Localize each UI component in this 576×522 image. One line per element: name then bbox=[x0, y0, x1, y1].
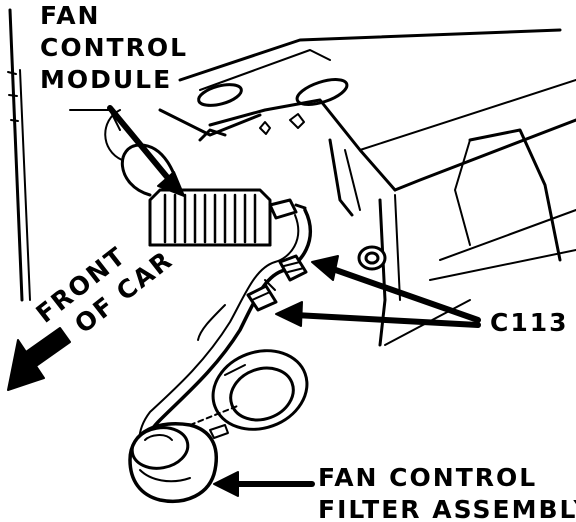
right-panel bbox=[429, 128, 576, 281]
fan-control-module bbox=[148, 188, 307, 247]
grommet bbox=[357, 245, 387, 271]
mounting-bracket bbox=[328, 138, 471, 347]
fan-control-module-label: FAN CONTROL MODULE bbox=[40, 0, 188, 96]
fan-control-filter-assembly bbox=[128, 404, 241, 503]
label-line: CONTROL bbox=[40, 33, 189, 62]
label-line: FILTER ASSEMBLY bbox=[318, 495, 576, 522]
filter-mounting-ring bbox=[211, 349, 309, 431]
connector-c113-label: C113 bbox=[490, 308, 569, 337]
label-line: FAN bbox=[40, 1, 101, 30]
firewall-edge bbox=[7, 8, 31, 302]
leader-arrows bbox=[107, 105, 481, 497]
front-of-car-arrow bbox=[7, 327, 71, 391]
label-line: FAN CONTROL bbox=[318, 463, 538, 492]
fan-control-filter-assembly-label: FAN CONTROL FILTER ASSEMBLY bbox=[318, 462, 576, 522]
c113-connectors bbox=[246, 254, 308, 312]
body-panel bbox=[158, 28, 576, 192]
label-line: MODULE bbox=[40, 65, 173, 94]
